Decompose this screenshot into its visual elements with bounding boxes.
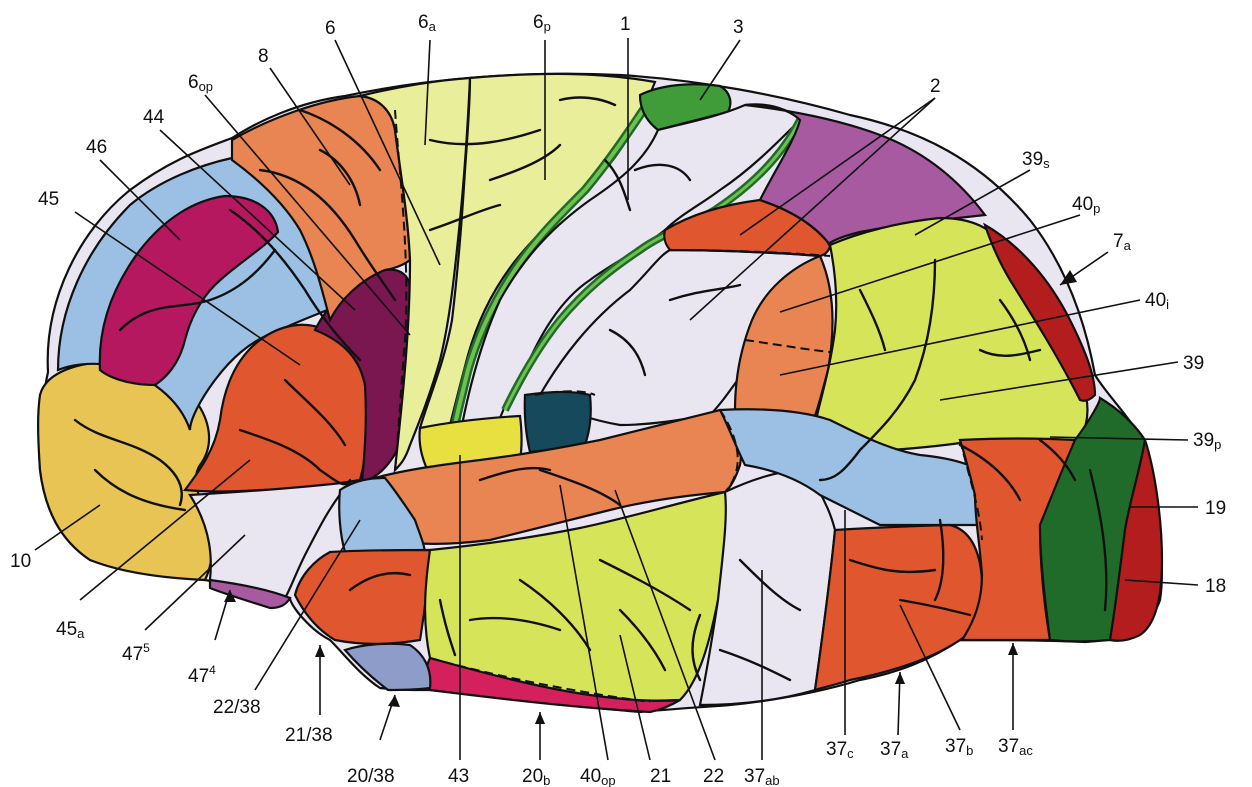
label-37ac: 37ac [998,736,1033,758]
label-19: 19 [1205,498,1226,519]
label-39s: 39s [1022,149,1050,171]
label-6: 6 [325,18,336,39]
label-40i: 40i [1145,290,1169,312]
label-37c: 37c [826,739,854,761]
label-39: 39 [1183,353,1204,374]
label-2: 2 [930,76,941,97]
label-8: 8 [258,46,269,67]
label-40p: 40p [1072,194,1100,216]
label-44: 44 [143,107,165,128]
label-45: 45 [38,189,59,210]
label-37b: 37b [945,736,973,758]
label-37a: 37a [880,739,909,761]
label-46: 46 [86,137,107,158]
label-39p: 39p [1193,430,1221,452]
label-22-38: 22/38 [213,697,261,718]
label-20-38: 20/38 [347,766,395,787]
label-1: 1 [620,14,631,35]
label-10: 10 [10,551,31,572]
area-37b [815,525,982,690]
label-47-4: 474 [188,663,216,687]
label-6op: 6op [188,72,213,94]
label-6p: 6p [533,12,551,34]
label-22: 22 [703,766,724,787]
label-18: 18 [1205,576,1226,597]
label-7a: 7a [1113,231,1132,253]
label-43: 43 [448,766,469,787]
label-6a: 6a [418,12,437,34]
label-20b: 20b [522,766,550,787]
label-37ab: 37ab [744,766,780,787]
label-21: 21 [650,766,671,787]
label-3: 3 [733,17,744,38]
label-40op: 40op [580,766,616,787]
label-21-38: 21/38 [285,725,333,746]
label-45a: 45a [56,619,85,641]
label-47-5: 475 [122,641,150,665]
